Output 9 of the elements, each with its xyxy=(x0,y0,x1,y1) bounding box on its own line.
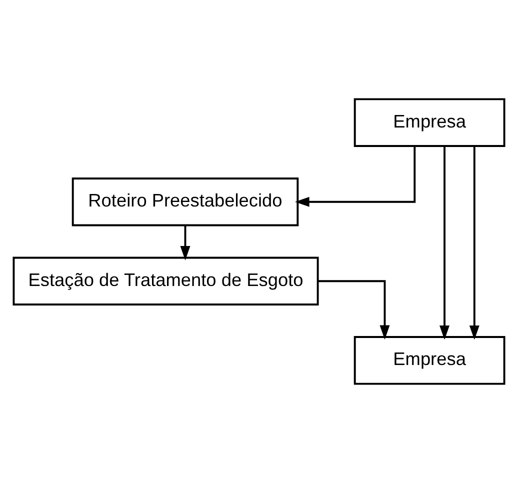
arrow xyxy=(469,146,480,340)
arrow xyxy=(440,146,450,340)
node-box: Roteiro Preestabelecido xyxy=(72,177,299,226)
arrow xyxy=(318,280,390,340)
node-box: Empresa xyxy=(354,336,506,384)
arrow xyxy=(294,146,416,206)
node-box: Estação de Tratamento de Esgoto xyxy=(12,256,319,305)
node-box: Empresa xyxy=(354,98,506,146)
arrow xyxy=(180,225,190,260)
